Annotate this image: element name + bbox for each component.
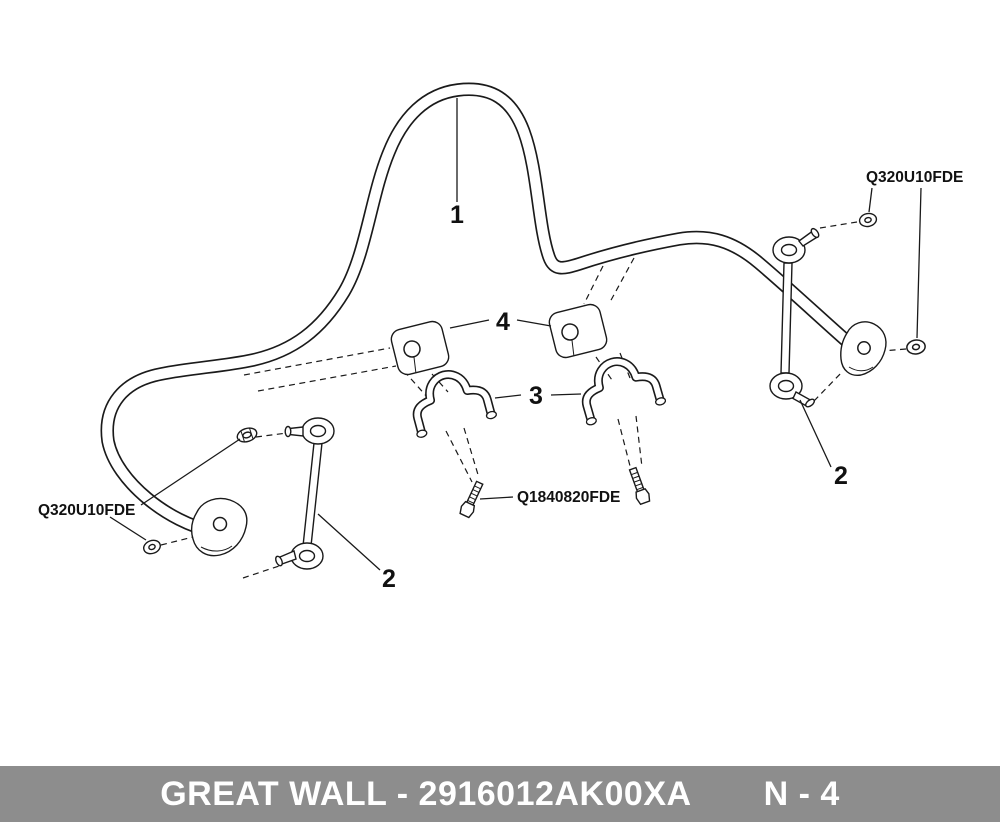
nut-left bbox=[236, 427, 258, 443]
nut-hole bbox=[242, 431, 252, 439]
clamp-left bbox=[404, 365, 497, 439]
bushing-left bbox=[388, 318, 452, 378]
bar-end-eye-right bbox=[840, 321, 887, 377]
footer-brand-part-number: GREAT WALL - 2916012AK00XA bbox=[160, 774, 692, 813]
callout-4-bushing: 4 bbox=[496, 308, 510, 336]
washer-shape bbox=[857, 211, 879, 229]
link-bottom-stud-tip bbox=[804, 398, 816, 408]
stabilizer-link-left bbox=[275, 417, 335, 570]
bushing-shape bbox=[546, 301, 610, 361]
eye-edge-line bbox=[848, 366, 874, 372]
washer-shape bbox=[905, 338, 927, 356]
eye-hole bbox=[212, 516, 228, 532]
part-label-washer-left: Q320U10FDE bbox=[38, 502, 135, 519]
eye-hole bbox=[857, 341, 871, 355]
clamp-shape bbox=[404, 365, 497, 439]
link-bottom-joint-hub bbox=[298, 549, 316, 563]
footer-page-ref: N - 4 bbox=[763, 774, 840, 813]
callout-2-link-right: 2 bbox=[834, 462, 848, 490]
washer-left bbox=[141, 537, 163, 557]
eye-edge-line bbox=[200, 545, 233, 552]
bolt-right bbox=[625, 465, 652, 506]
clamp-shape bbox=[572, 351, 666, 426]
link-bottom-joint-hub bbox=[777, 379, 795, 393]
link-bottom-stud-tip bbox=[275, 555, 283, 567]
stabilizer-bar-bore bbox=[102, 84, 862, 537]
footer-banner: GREAT WALL - 2916012AK00XA N - 4 bbox=[0, 766, 1000, 822]
link-rod bbox=[302, 442, 323, 547]
callout-3-clamp: 3 bbox=[529, 382, 543, 410]
callout-leader-lines bbox=[109, 98, 922, 571]
washer-shape bbox=[141, 537, 163, 557]
bolt-shape bbox=[625, 465, 652, 506]
link-top-stud-tip bbox=[284, 425, 292, 438]
bushing-shape bbox=[388, 318, 452, 378]
part-label-washer-right: Q320U10FDE bbox=[866, 169, 963, 186]
link-top-stud-tip bbox=[810, 227, 820, 239]
callout-2-link-left: 2 bbox=[382, 565, 396, 593]
stabilizer-bar-outline bbox=[100, 82, 863, 538]
bar-end-eye-left bbox=[190, 497, 248, 557]
bushing-right bbox=[546, 301, 610, 361]
stabilizer-link-right bbox=[769, 227, 820, 408]
clamp-right bbox=[572, 351, 666, 426]
washer-mid-right bbox=[905, 338, 927, 356]
stabilizer-bar-diagram: 1 4 3 2 2 Q320U10FDE Q320U10FDE Q1840820… bbox=[38, 82, 963, 593]
callout-1-bar: 1 bbox=[450, 201, 464, 229]
washer-top-right bbox=[857, 211, 879, 229]
link-top-joint-hub bbox=[780, 243, 798, 257]
part-label-bolt: Q1840820FDE bbox=[517, 489, 620, 506]
link-top-joint-hub bbox=[309, 424, 327, 438]
stabilizer-bar bbox=[100, 82, 863, 538]
